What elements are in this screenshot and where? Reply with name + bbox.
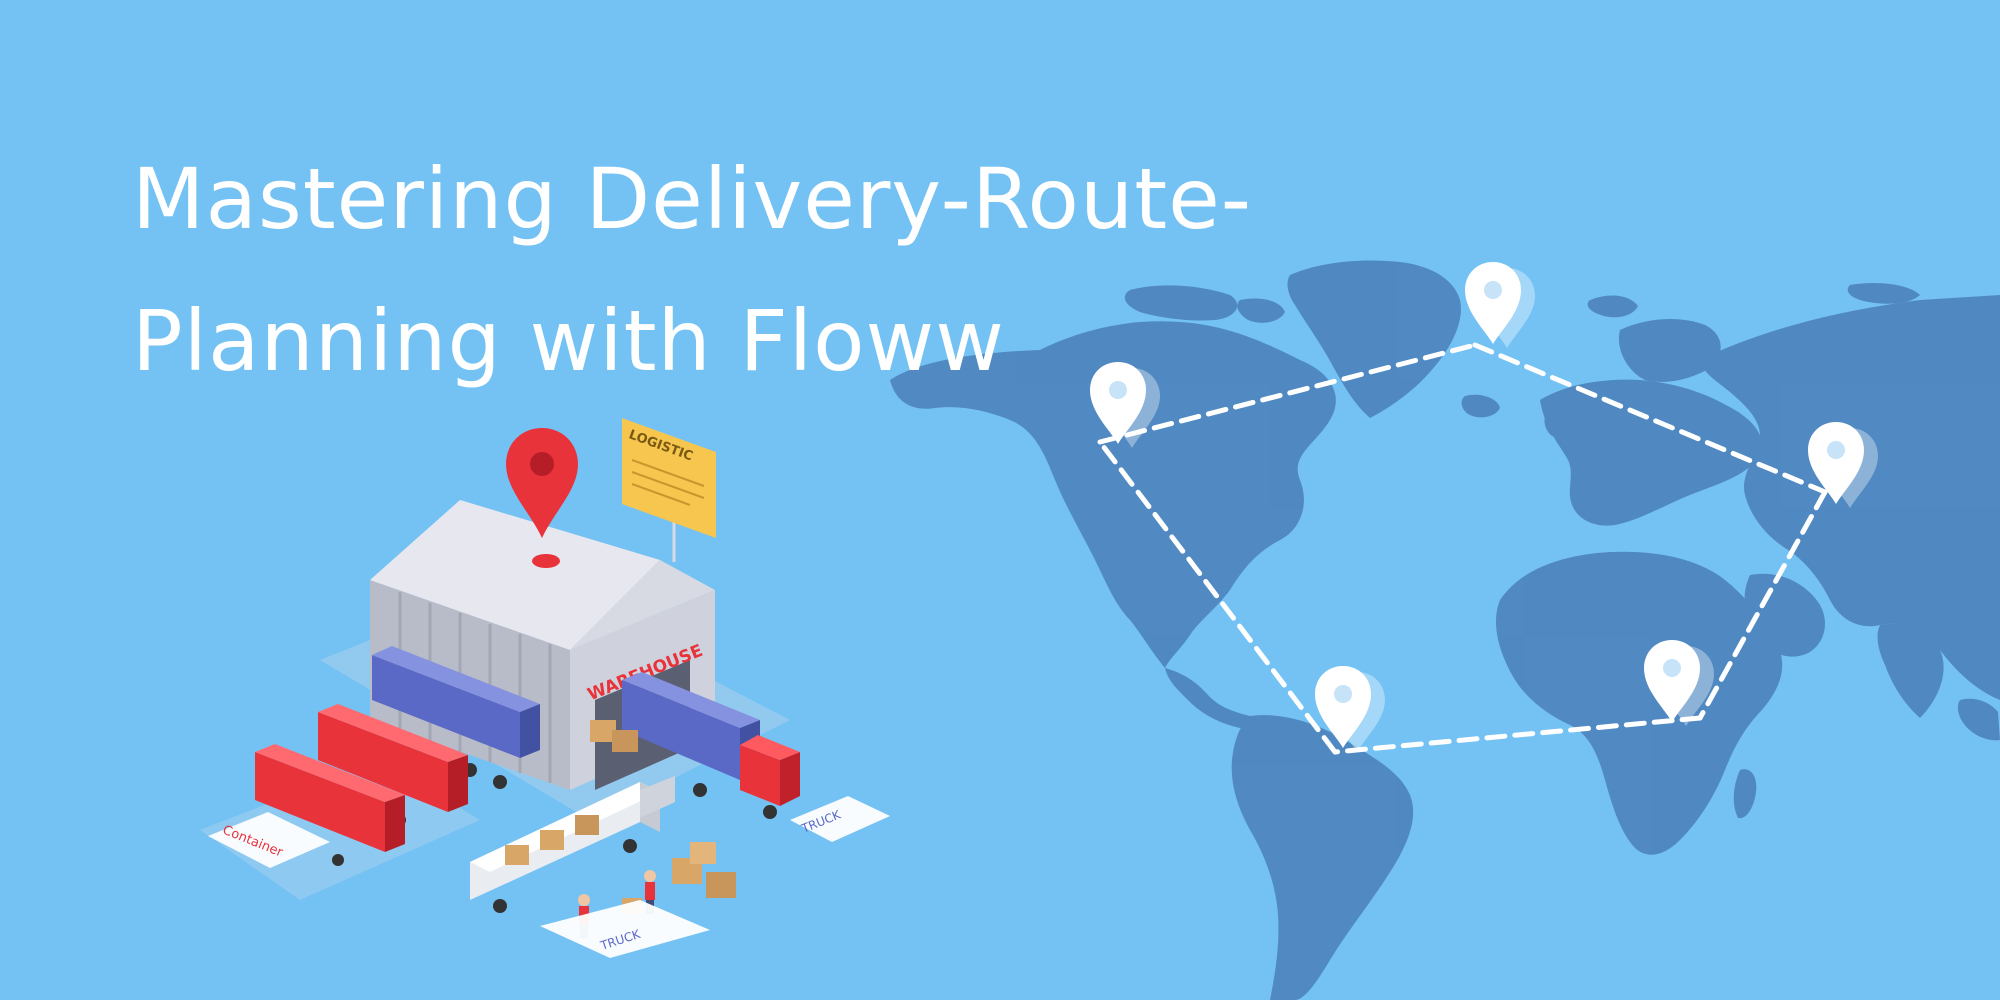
truck-tag-bottom: TRUCK [540,900,710,958]
greenland [1287,260,1461,418]
logistics-illustration: WAREHOUSE LOGISTIC [200,418,890,958]
route-segment [1097,342,1478,445]
africa [1495,551,1783,855]
container-icon [318,704,468,826]
scandinavia [1618,318,1721,382]
route-pins [1090,262,1878,752]
title-line-2: Planning with Floww [132,292,1005,390]
delivery-route [1097,342,1828,755]
container-tag: Container [208,812,330,868]
british-isles [1544,407,1572,438]
arctic-islands [1124,285,1238,321]
route-segment [1097,439,1338,755]
madagascar [1733,769,1757,819]
location-pin-icon [506,428,578,568]
route-segment [1472,342,1828,495]
central-america [1165,668,1256,729]
page-title: Mastering Delivery-Route- Planning with … [132,128,1252,412]
route-segment [1332,715,1703,755]
arabia [1744,573,1826,657]
trailer-blue-left [372,646,540,789]
india [1877,623,1944,718]
truck-tag-right: TRUCK [790,796,890,842]
location-pin-icon [1315,666,1385,752]
route-segment [1697,489,1828,721]
truck-icon [470,776,675,913]
logistic-sign: LOGISTIC [622,418,716,562]
location-pin-icon [1644,640,1714,726]
location-pin-icon [1090,362,1160,448]
title-line-1: Mastering Delivery-Route- [132,150,1253,248]
truck-icon [590,672,800,819]
container-icon [255,744,405,866]
asia [1700,295,2000,700]
location-pin-icon [1465,262,1535,348]
south-america [1231,715,1414,1000]
europe [1540,379,1763,526]
location-pin-icon [1808,422,1878,508]
